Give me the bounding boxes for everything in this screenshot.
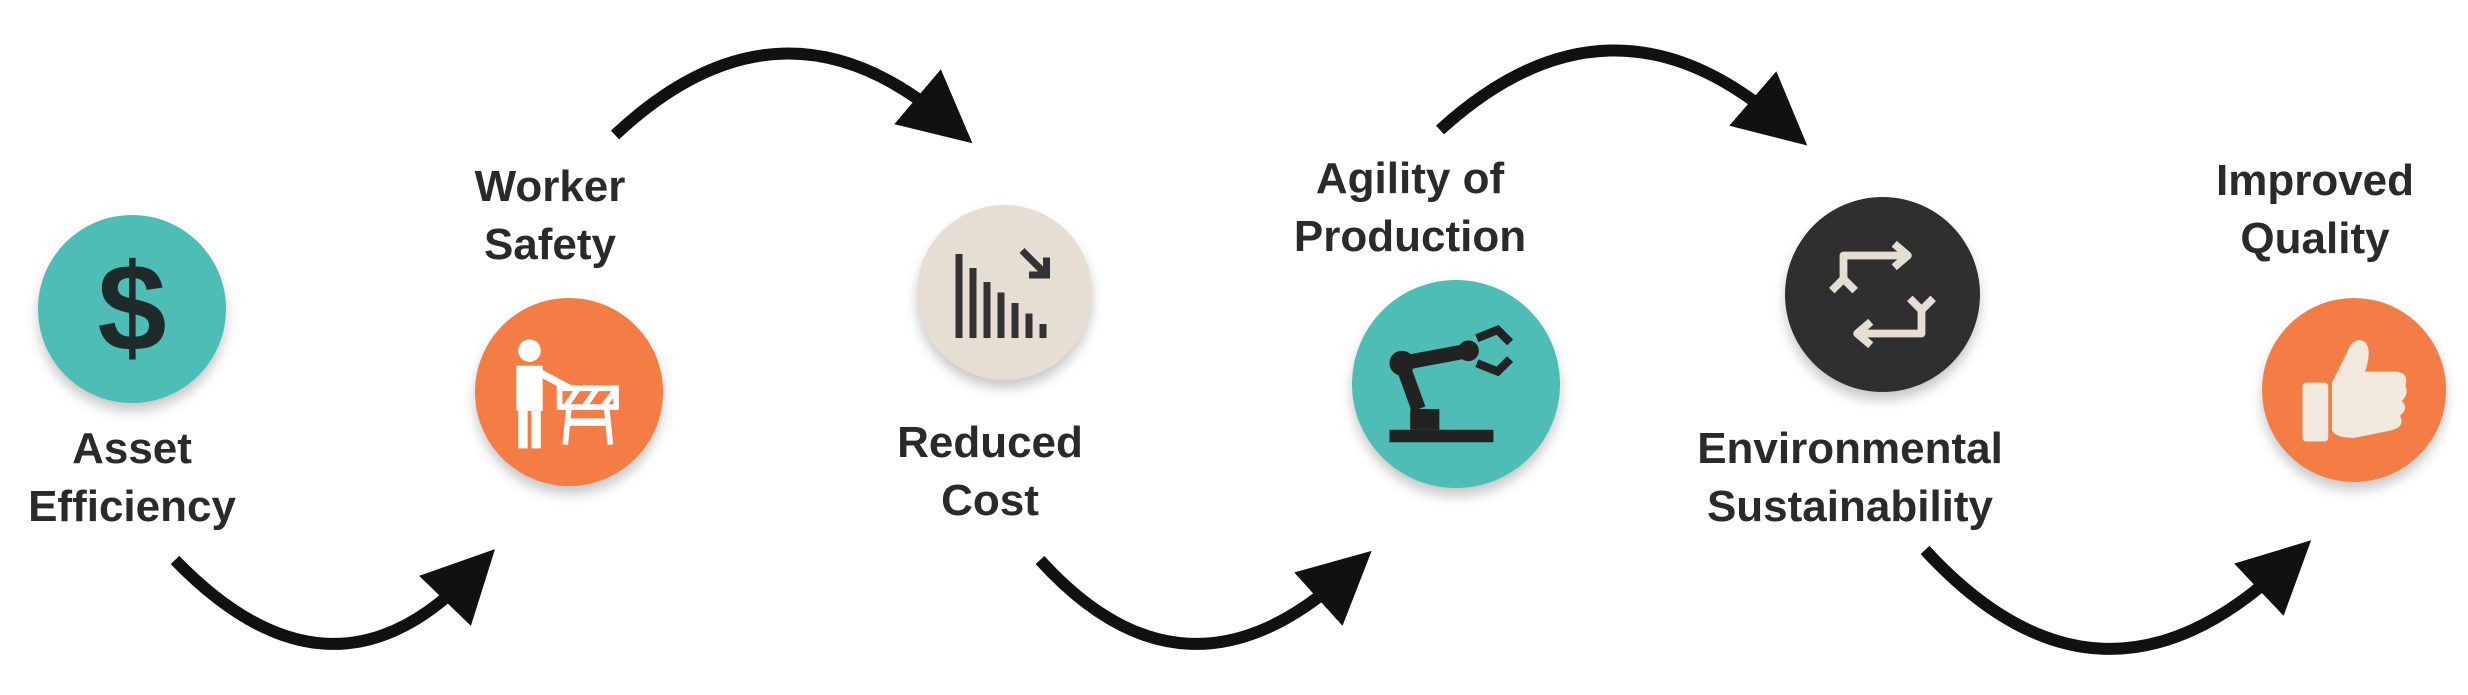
step-label-asset-efficiency: Asset Efficiency: [22, 420, 242, 536]
robot-arm-icon: [1389, 325, 1514, 443]
step-label-line1: Agility of: [1315, 154, 1505, 203]
step-label-line1: Improved: [2215, 156, 2415, 205]
svg-text:$: $: [97, 239, 166, 377]
step-label-improved-quality: Improved Quality: [2190, 152, 2440, 268]
worker-safety-circle: [475, 298, 663, 486]
step-label-line2: Production: [1293, 212, 1527, 261]
step-label-line1: Environmental: [1697, 424, 2003, 473]
step-label-environmental-sustainability: Environmental Sustainability: [1665, 420, 2035, 536]
arrow-sustainability-to-quality: [1920, 540, 2312, 655]
dollar-icon: $: [97, 239, 166, 377]
step-label-line1: Reduced: [897, 418, 1083, 467]
step-label-line2: Safety: [483, 220, 617, 269]
step-label-line2: Cost: [941, 476, 1039, 525]
declining-bars-icon: [955, 248, 1050, 338]
step-label-agility-of-production: Agility of Production: [1270, 150, 1550, 266]
agility-of-production-circle: [1352, 280, 1560, 488]
step-label-line2: Efficiency: [28, 482, 236, 531]
step-label-reduced-cost: Reduced Cost: [870, 414, 1110, 530]
reduced-cost-circle: [917, 205, 1092, 380]
arrow-safety-to-cost: [610, 47, 973, 144]
recycle-arrows-icon: [1829, 240, 1936, 349]
step-label-line1: Worker: [474, 162, 626, 211]
step-label-line1: Asset: [72, 424, 192, 473]
worker-barrier-icon: [516, 339, 619, 449]
environmental-sustainability-circle: [1785, 197, 1980, 392]
arrow-asset-to-safety: [170, 549, 496, 650]
step-label-line2: Quality: [2240, 214, 2390, 263]
thumbs-up-icon: [2302, 340, 2407, 442]
step-label-line2: Sustainability: [1706, 482, 1994, 531]
step-label-worker-safety: Worker Safety: [440, 158, 660, 274]
improved-quality-circle: [2262, 298, 2446, 482]
asset-efficiency-circle: $: [38, 215, 226, 403]
arrow-cost-to-agility: [1035, 550, 1372, 650]
arrow-agility-to-sustainability: [1435, 44, 1808, 146]
